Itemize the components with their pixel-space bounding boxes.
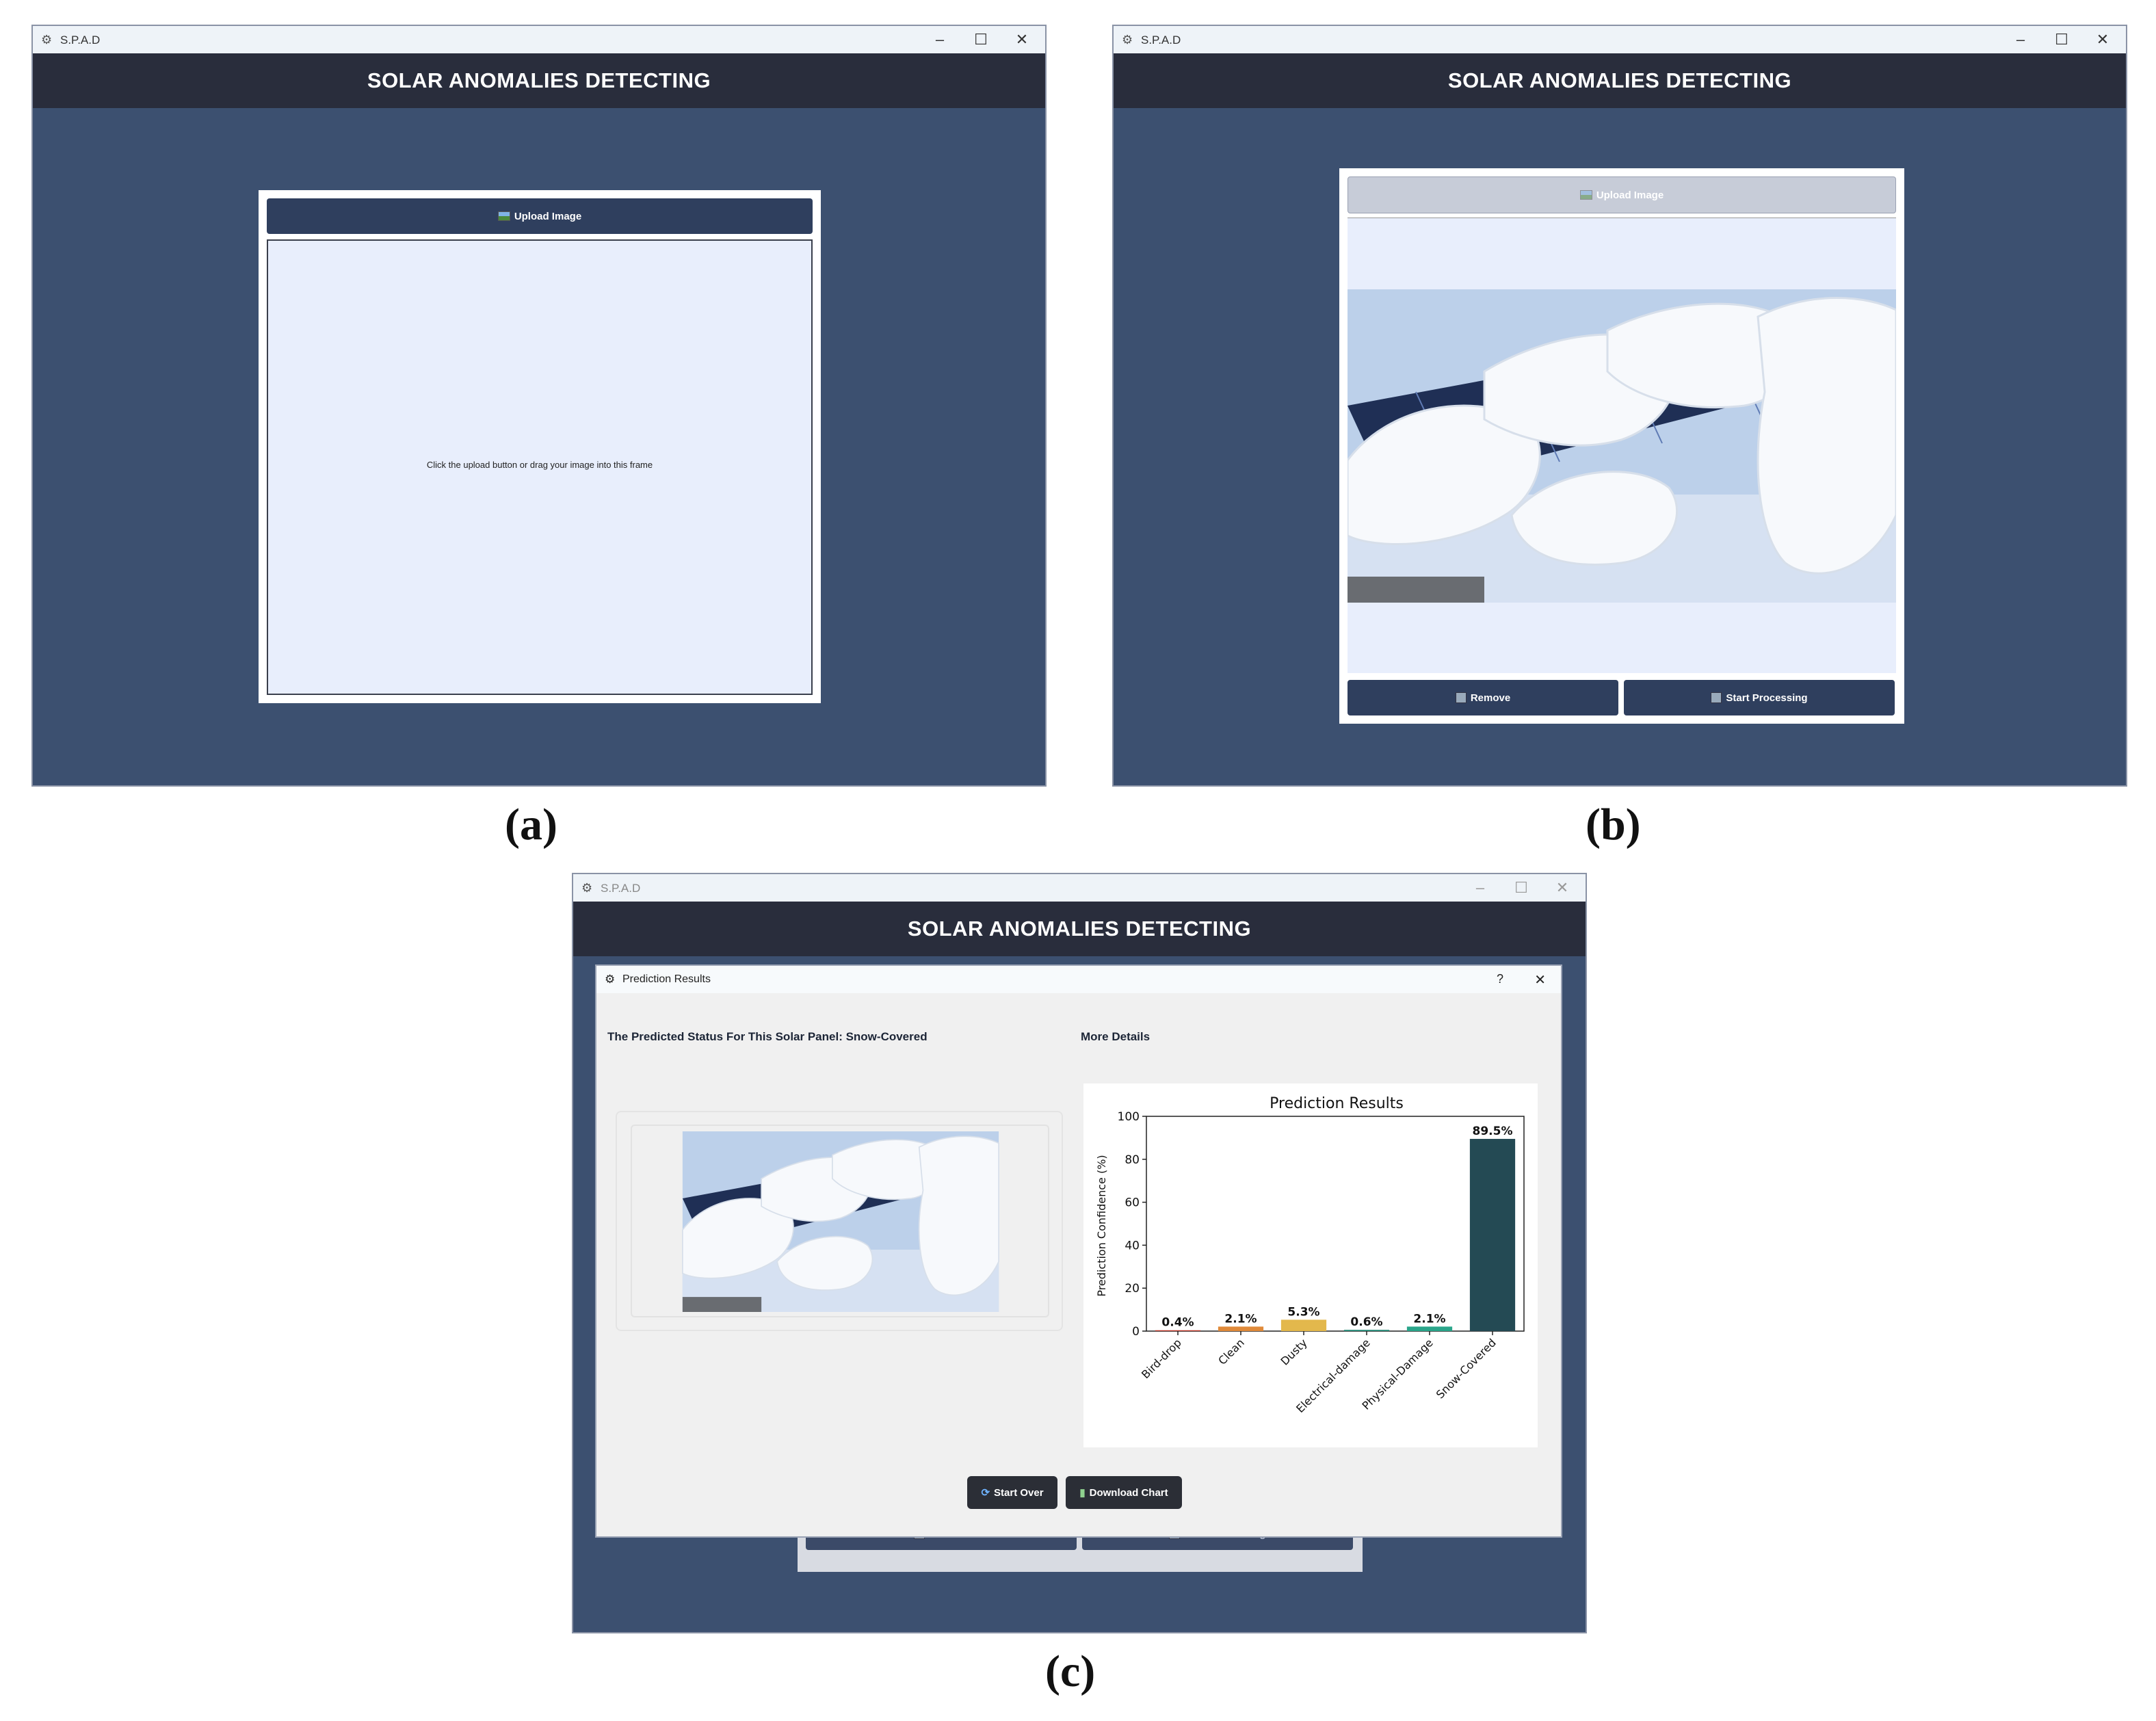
- minimize-icon[interactable]: –: [2016, 31, 2025, 48]
- bar-value-label: 0.4%: [1161, 1316, 1194, 1330]
- start-processing-label: Start Processing: [1726, 692, 1808, 704]
- y-tick-label: 60: [1125, 1196, 1140, 1210]
- chart-bar: [1155, 1330, 1201, 1331]
- window-c: ⚙ S.P.A.D – ☐ ✕ SOLAR ANOMALIES DETECTIN…: [573, 874, 1586, 1632]
- window-a: ⚙ S.P.A.D – ☐ ✕ SOLAR ANOMALIES DETECTIN…: [33, 26, 1045, 785]
- snow-panel-photo: [1348, 289, 1896, 603]
- x-tick-label: Bird-drop: [1139, 1336, 1184, 1381]
- bar-value-label: 89.5%: [1473, 1125, 1513, 1138]
- close-icon[interactable]: ✕: [1555, 879, 1569, 896]
- titlebar-c: ⚙ S.P.A.D – ☐ ✕: [573, 874, 1586, 902]
- image-icon: [497, 211, 510, 221]
- chart-bar: [1280, 1319, 1327, 1331]
- remove-icon: [1455, 692, 1467, 703]
- download-chart-label: Download Chart: [1089, 1486, 1168, 1499]
- chart-title: Prediction Results: [1270, 1095, 1404, 1112]
- help-icon[interactable]: ?: [1496, 972, 1503, 986]
- processing-icon: [1711, 692, 1722, 703]
- image-preview-area[interactable]: [1348, 218, 1896, 673]
- minimize-icon[interactable]: –: [935, 31, 945, 48]
- bar-chart-icon: ▮: [1079, 1487, 1086, 1499]
- y-tick-label: 0: [1132, 1325, 1140, 1339]
- result-image-frame: [631, 1125, 1049, 1317]
- x-tick-label: Physical-Damage: [1360, 1336, 1436, 1412]
- start-over-label: Start Over: [994, 1486, 1044, 1499]
- prediction-bar-chart: Prediction Results Prediction Confidence…: [1095, 1095, 1525, 1415]
- y-tick-label: 40: [1125, 1239, 1140, 1252]
- app-header: SOLAR ANOMALIES DETECTING: [33, 53, 1045, 108]
- chart-marks: 0 20 40 60 80 100 0.4% Bird-drop 2.1% Clean 5.3% Du…: [1118, 1110, 1525, 1415]
- dialog-title: Prediction Results: [622, 973, 711, 985]
- start-processing-button[interactable]: Start Processing: [1624, 680, 1895, 715]
- refresh-icon: ⟳: [981, 1487, 990, 1499]
- close-icon[interactable]: ✕: [1015, 31, 1029, 48]
- upload-label: Upload Image: [1596, 189, 1664, 201]
- dialog-close-icon[interactable]: ✕: [1534, 973, 1546, 988]
- y-tick-label: 100: [1118, 1110, 1140, 1124]
- titlebar-a: ⚙ S.P.A.D – ☐ ✕: [33, 26, 1045, 53]
- bar-value-label: 2.1%: [1224, 1312, 1257, 1326]
- caption-c: (c): [1045, 1646, 1096, 1696]
- remove-label: Remove: [1470, 692, 1511, 704]
- result-snow-photo: [681, 1131, 1000, 1312]
- upload-image-button-disabled[interactable]: Upload Image: [1348, 176, 1896, 213]
- chart-bar: [1469, 1138, 1516, 1331]
- image-dropzone[interactable]: Click the upload button or drag your ima…: [267, 239, 813, 695]
- chart-bar: [1406, 1326, 1453, 1331]
- prediction-chart-box: Prediction Results Prediction Confidence…: [1083, 1083, 1538, 1447]
- upload-image-button[interactable]: Upload Image: [267, 198, 813, 234]
- caption-b: (b): [1586, 800, 1641, 850]
- start-over-button[interactable]: ⟳ Start Over: [967, 1476, 1057, 1509]
- upload-label: Upload Image: [514, 210, 582, 222]
- titlebar-b: ⚙ S.P.A.D – ☐ ✕: [1114, 26, 2126, 53]
- window-b: ⚙ S.P.A.D – ☐ ✕ SOLAR ANOMALIES DETECTIN…: [1114, 26, 2126, 785]
- chart-ylabel: Prediction Confidence (%): [1095, 1155, 1108, 1296]
- bar-value-label: 2.1%: [1413, 1312, 1445, 1326]
- app-header: SOLAR ANOMALIES DETECTING: [1114, 53, 2126, 108]
- more-details-text: More Details: [1081, 1030, 1151, 1043]
- preview-panel: Upload Image: [1339, 168, 1904, 724]
- maximize-icon[interactable]: ☐: [974, 31, 988, 48]
- bar-value-label: 5.3%: [1287, 1305, 1319, 1319]
- result-image-card: [616, 1111, 1063, 1331]
- image-icon: [1579, 190, 1592, 200]
- app-header: SOLAR ANOMALIES DETECTING: [573, 902, 1586, 956]
- maximize-icon[interactable]: ☐: [2055, 31, 2068, 48]
- maximize-icon[interactable]: ☐: [1514, 879, 1528, 896]
- chart-bar: [1218, 1326, 1264, 1331]
- y-tick-label: 20: [1125, 1282, 1140, 1296]
- chart-bar: [1343, 1330, 1390, 1331]
- dialog-titlebar: ⚙ Prediction Results ? ✕: [596, 966, 1561, 993]
- chart-plot-frame: [1146, 1116, 1525, 1332]
- dropzone-hint: Click the upload button or drag your ima…: [426, 460, 653, 470]
- window-title: S.P.A.D: [1141, 34, 1181, 47]
- caption-a: (a): [505, 800, 557, 850]
- x-tick-label: Snow-Covered: [1434, 1336, 1499, 1401]
- window-title: S.P.A.D: [601, 882, 641, 895]
- x-tick-label: Clean: [1215, 1336, 1247, 1367]
- upload-panel: Upload Image Click the upload button or …: [259, 190, 821, 703]
- bar-value-label: 0.6%: [1350, 1315, 1382, 1329]
- dialog-app-icon: ⚙: [605, 973, 616, 986]
- x-tick-label: Dusty: [1278, 1336, 1309, 1367]
- app-icon: ⚙: [1122, 33, 1133, 47]
- prediction-dialog: ⚙ Prediction Results ? ✕ The Predicted S…: [596, 966, 1561, 1536]
- window-title: S.P.A.D: [60, 34, 101, 47]
- predicted-status-text: The Predicted Status For This Solar Pane…: [607, 1030, 928, 1043]
- y-tick-label: 80: [1125, 1153, 1140, 1167]
- download-chart-button[interactable]: ▮ Download Chart: [1066, 1476, 1182, 1509]
- close-icon[interactable]: ✕: [2096, 31, 2109, 48]
- app-icon: ⚙: [41, 33, 53, 47]
- remove-button[interactable]: Remove: [1348, 680, 1618, 715]
- minimize-icon[interactable]: –: [1475, 879, 1485, 896]
- app-icon: ⚙: [581, 881, 593, 895]
